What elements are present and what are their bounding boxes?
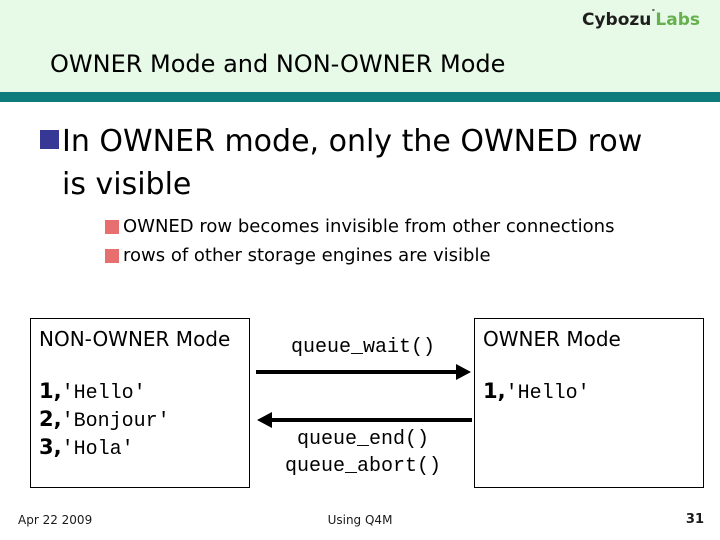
table-row: 3,'Hola' (39, 435, 170, 463)
square-bullet-icon (105, 219, 119, 234)
row-id: 1, (39, 379, 62, 403)
queue-end-label: queue_end() (296, 428, 430, 451)
list-item: OWNED row becomes invisible from other c… (105, 212, 614, 241)
footer-date: Apr 22 2009 (18, 513, 93, 527)
queue-wait-label: queue_wait() (290, 336, 436, 359)
page-title: OWNER Mode and NON-OWNER Mode (50, 50, 506, 78)
list-item: rows of other storage engines are visibl… (105, 241, 614, 270)
row-id: 3, (39, 435, 62, 459)
logo-brand: Cybozu (582, 10, 652, 30)
main-bullet-line1: In OWNER mode, only the OWNED row (62, 124, 643, 159)
page-number: 31 (685, 512, 704, 527)
sub-bullet-text: rows of other storage engines are visibl… (123, 245, 491, 266)
row-value: 'Hola' (61, 438, 134, 461)
main-bullet: In OWNER mode, only the OWNED row is vis… (40, 120, 642, 206)
header-band (0, 0, 720, 92)
square-bullet-icon (40, 130, 59, 149)
arrow-right-icon (256, 364, 471, 380)
row-id: 1, (483, 379, 506, 403)
sub-bullet-list: OWNED row becomes invisible from other c… (105, 212, 614, 270)
table-row: 1,'Hello' (483, 379, 590, 407)
queue-return-labels: queue_end() queue_abort() (255, 426, 471, 480)
row-value: 'Bonjour' (61, 410, 170, 433)
row-value: 'Hello' (61, 382, 146, 405)
non-owner-mode-box: NON-OWNER Mode 1,'Hello' 2,'Bonjour' 3,'… (30, 318, 250, 488)
queue-abort-label: queue_abort() (284, 455, 442, 478)
title-rule (0, 92, 720, 102)
main-bullet-text: In OWNER mode, only the OWNED row is vis… (62, 120, 642, 206)
cybozu-labs-logo: Cybozu˚Labs (582, 9, 700, 30)
table-row: 1,'Hello' (39, 379, 170, 407)
logo-trademark: ˚ (651, 9, 656, 18)
row-id: 2, (39, 407, 62, 431)
logo-suffix: Labs (655, 10, 700, 30)
owner-box-rows: 1,'Hello' (483, 379, 590, 407)
footer-presentation-title: Using Q4M (327, 513, 393, 527)
row-value: 'Hello' (505, 382, 590, 405)
arrow-left-icon (257, 412, 472, 428)
non-owner-box-rows: 1,'Hello' 2,'Bonjour' 3,'Hola' (39, 379, 170, 463)
square-bullet-icon (105, 248, 119, 263)
non-owner-box-title: NON-OWNER Mode (39, 327, 231, 351)
sub-bullet-text: OWNED row becomes invisible from other c… (123, 216, 615, 237)
owner-box-title: OWNER Mode (483, 327, 621, 351)
main-bullet-line2: is visible (62, 167, 192, 202)
owner-mode-box: OWNER Mode 1,'Hello' (474, 318, 704, 488)
table-row: 2,'Bonjour' (39, 407, 170, 435)
